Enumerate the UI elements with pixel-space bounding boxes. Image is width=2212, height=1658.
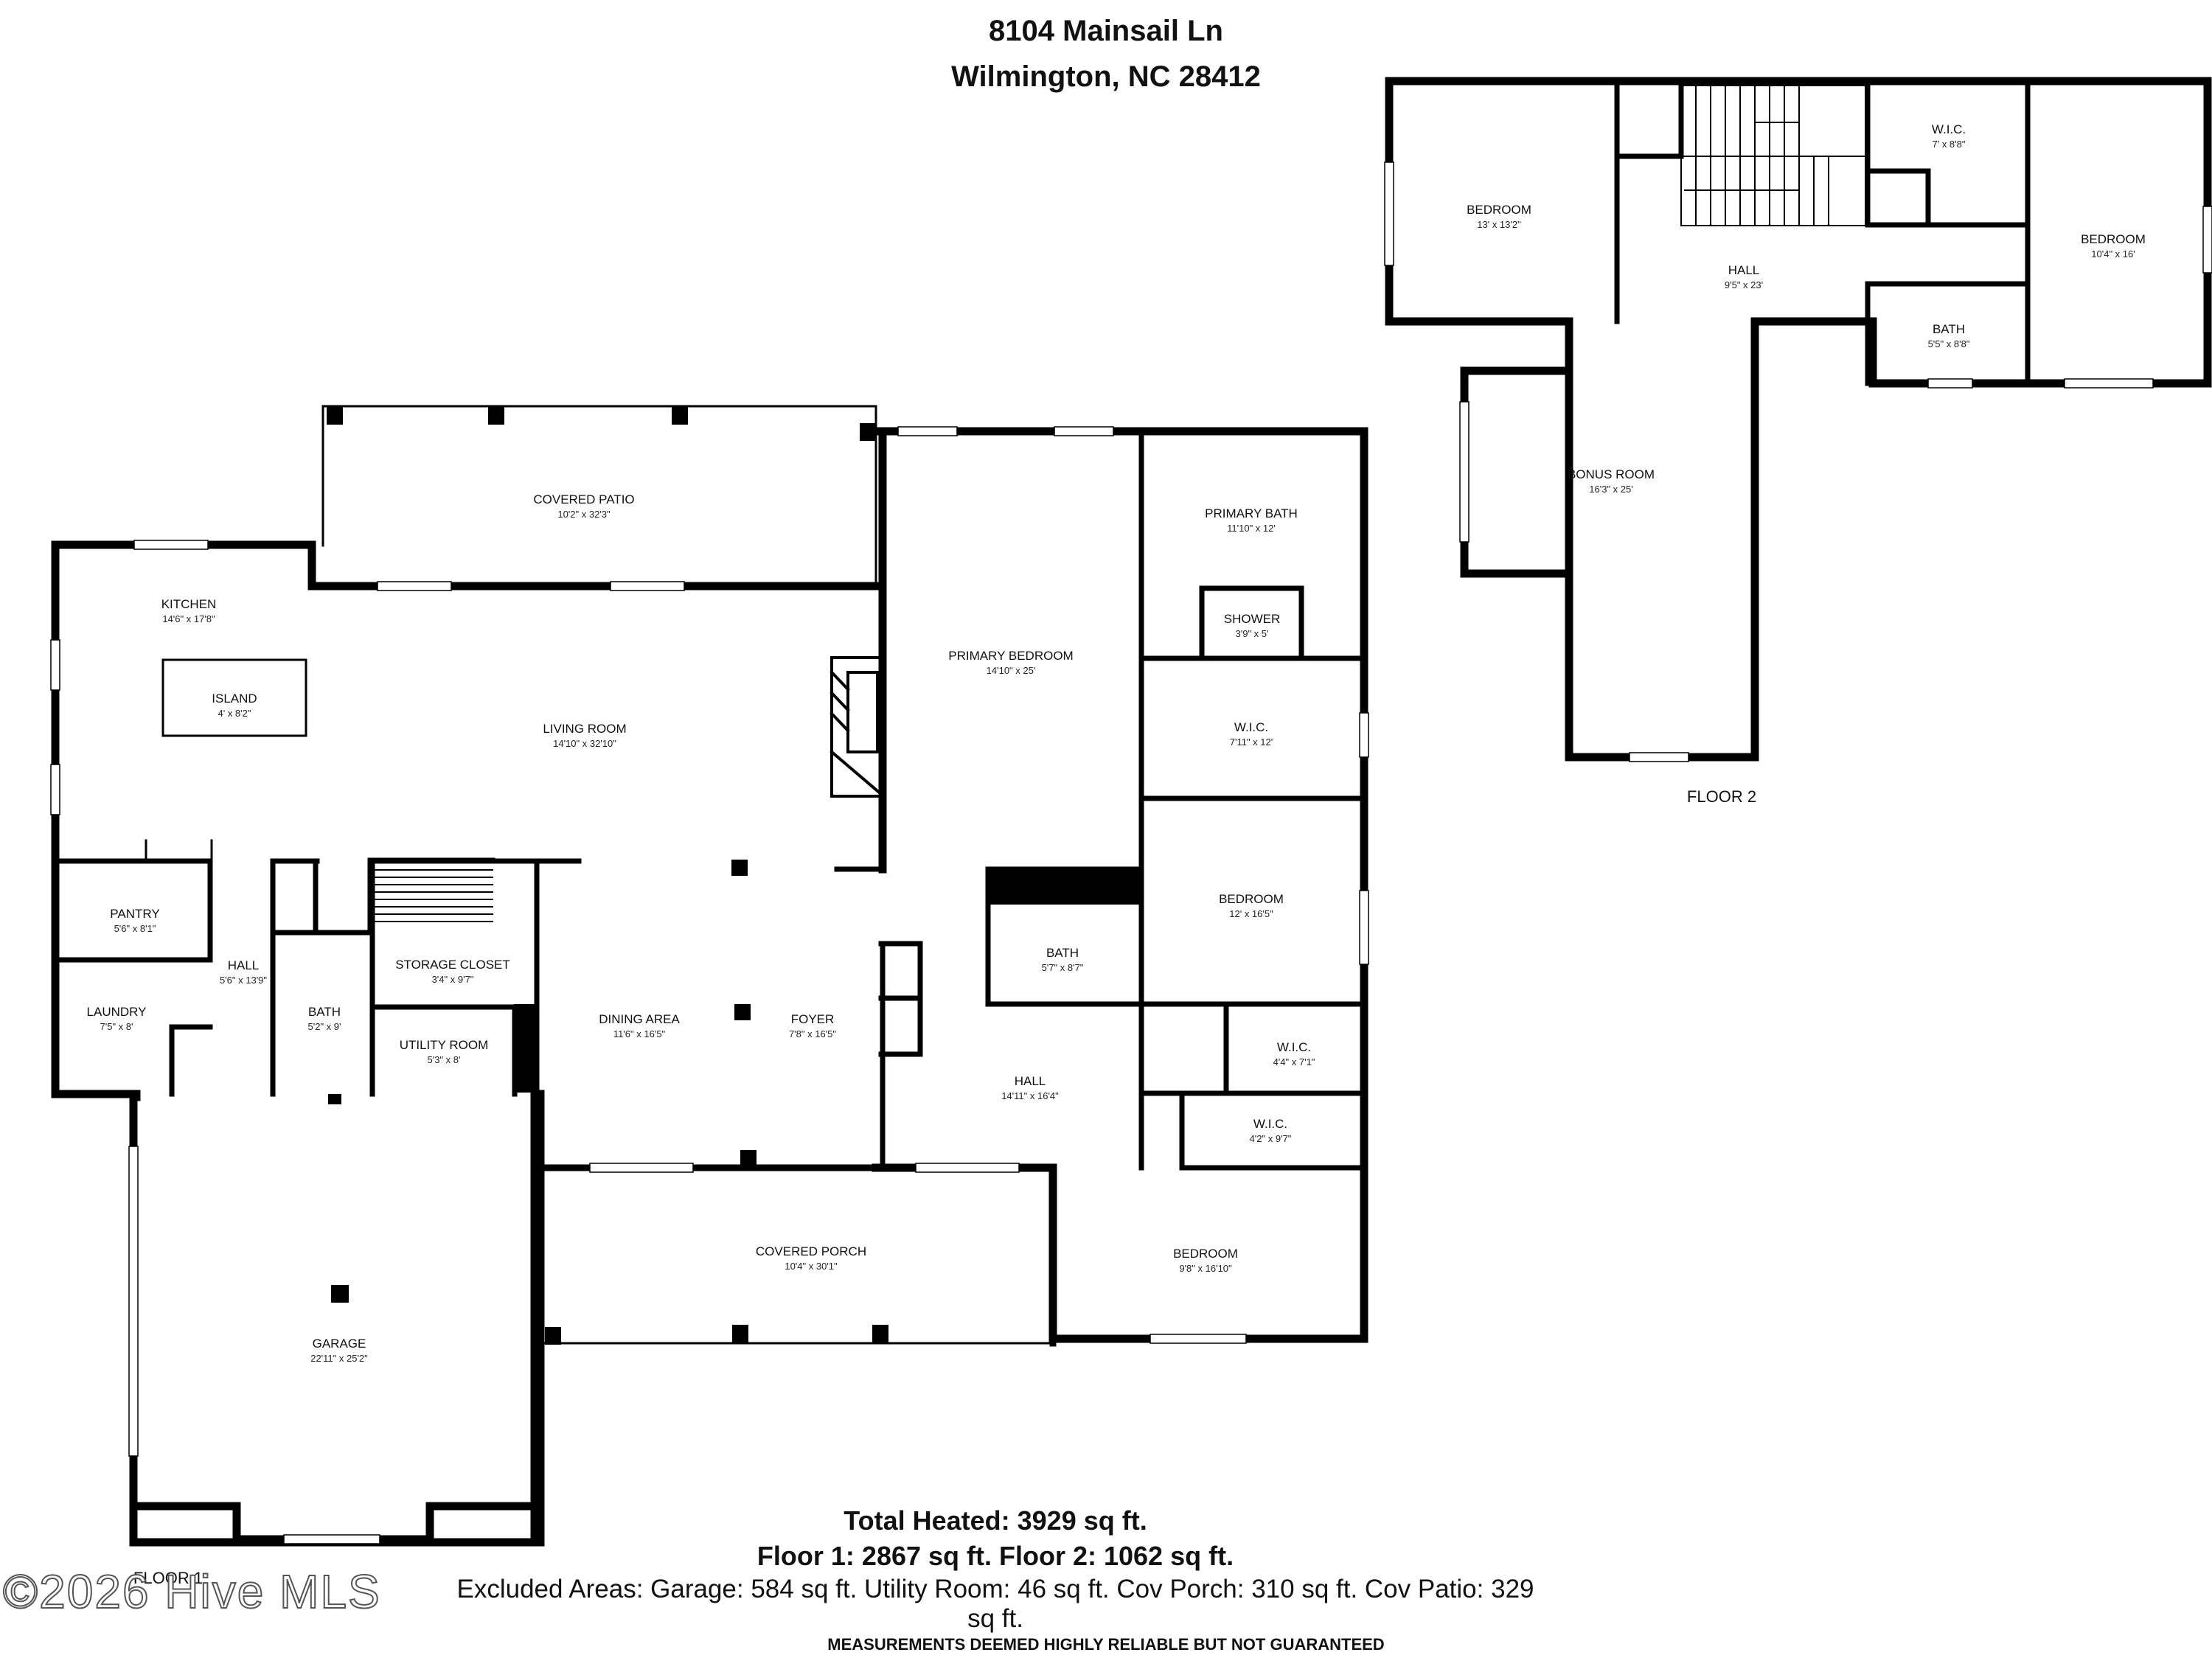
hall-main-dims: 14'11" x 16'4" [1001,1090,1059,1101]
bonus-room-name: BONUS ROOM [1568,467,1655,481]
floor-1-stairs [368,869,493,922]
bath-hall-name: BATH [1046,946,1079,960]
floor-1-thin-lines [145,658,495,934]
copyright-watermark: ©2026 Hive MLS [2,1564,381,1619]
bedroom-1-dims: 12' x 16'5" [1229,908,1273,919]
living-room-name: LIVING ROOM [543,722,626,736]
kitchen-name: KITCHEN [161,597,217,611]
covered-patio-dims: 10'2" x 32'3" [557,509,611,520]
measurement-disclaimer: MEASUREMENTS DEEMED HIGHLY RELIABLE BUT … [827,1635,1385,1654]
bath-west-name: BATH [308,1005,341,1019]
hall-west-name: HALL [228,958,260,972]
floor-breakdown: Floor 1: 2867 sq ft. Floor 2: 1062 sq ft… [757,1541,1234,1571]
fireplace [830,656,884,798]
wic-b2-name: W.I.C. [1253,1117,1287,1131]
f2-hall-dims: 9'5" x 23' [1725,279,1763,290]
f2-bedroom-e-dims: 10'4" x 16' [2091,248,2135,260]
floor-2-windows [1384,161,2212,762]
laundry-dims: 7'5" x 8' [100,1021,133,1032]
f2-hall-name: HALL [1728,263,1760,277]
hall-main-name: HALL [1015,1074,1046,1088]
f2-bedroom-w-name: BEDROOM [1467,203,1531,217]
f2-bedroom-e-name: BEDROOM [2081,232,2146,246]
wic-primary-dims: 7'11" x 12' [1230,736,1273,748]
floor-1-windows [50,426,1369,1544]
garage-dims: 22'11" x 25'2" [310,1353,368,1364]
foyer-name: FOYER [791,1012,835,1026]
dining-area-dims: 11'6" x 16'5" [613,1028,666,1039]
shower-dims: 3'9" x 5' [1236,628,1269,639]
island-name: ISLAND [212,692,257,706]
primary-bath-name: PRIMARY BATH [1205,506,1298,520]
storage-closet-dims: 3'4" x 9'7" [432,974,474,985]
utility-room-dims: 5'3" x 8' [428,1054,461,1065]
primary-bath-dims: 11'10" x 12' [1227,523,1276,534]
covered-porch-dims: 10'4" x 30'1" [785,1261,838,1272]
floor-1-interior-walls [52,428,1367,1171]
address-line-2: Wilmington, NC 28412 [951,60,1261,93]
excluded-areas: Excluded Areas: Garage: 584 sq ft. Utili… [456,1575,1534,1633]
floor-2-label: FLOOR 2 [1687,787,1756,806]
floor-1-columns [327,407,1141,1345]
address-line-1: 8104 Mainsail Ln [989,15,1223,47]
pantry-dims: 5'6" x 8'1" [114,923,156,934]
wic-b2-dims: 4'2" x 9'7" [1250,1133,1292,1144]
laundry-name: LAUNDRY [87,1005,147,1019]
floor-2-stairs [1680,85,1866,226]
living-room-dims: 14'10" x 32'10" [553,738,616,749]
floor-2-plan [1385,77,2212,762]
hall-west-dims: 5'6" x 13'9" [220,975,267,986]
primary-bedroom-dims: 14'10" x 25' [987,665,1036,676]
wic-primary-name: W.I.C. [1234,720,1268,734]
island-dims: 4' x 8'2" [218,708,251,719]
foyer-dims: 7'8" x 16'5" [789,1028,836,1039]
bedroom-1-name: BEDROOM [1219,892,1284,906]
pantry-name: PANTRY [110,907,159,921]
kitchen-dims: 14'6" x 17'8" [162,613,215,624]
bonus-room-dims: 16'3" x 25' [1589,484,1632,495]
f2-wic-dims: 7' x 8'8" [1933,139,1966,150]
total-heated: Total Heated: 3929 sq ft. [844,1505,1147,1536]
bath-hall-dims: 5'7" x 8'7" [1042,962,1084,973]
dining-area-name: DINING AREA [599,1012,680,1026]
floor-1-label: FLOOR 1 [133,1569,203,1587]
room-labels: COVERED PATIO 10'2" x 32'3" KITCHEN 14'6… [87,122,2146,1364]
floor-1-exterior-walls [51,427,1368,1547]
garage-walls [129,1093,541,1544]
garage-name: GARAGE [313,1337,366,1351]
f2-bedroom-w-dims: 13' x 13'2" [1477,219,1521,230]
primary-bedroom-name: PRIMARY BEDROOM [948,649,1073,663]
f2-bath-name: BATH [1933,322,1965,336]
bath-west-dims: 5'2" x 9' [308,1021,341,1032]
bedroom-front-name: BEDROOM [1173,1247,1238,1261]
f2-wic-name: W.I.C. [1932,122,1966,136]
utility-room-name: UTILITY ROOM [400,1038,489,1052]
covered-patio-name: COVERED PATIO [533,492,634,506]
wic-b1-dims: 4'4" x 7'1" [1273,1056,1315,1067]
shower-name: SHOWER [1224,612,1281,626]
wic-b1-name: W.I.C. [1277,1040,1311,1054]
f2-bath-dims: 5'5" x 8'8" [1928,338,1970,349]
covered-porch-name: COVERED PORCH [756,1244,866,1258]
bedroom-front-dims: 9'8" x 16'10" [1179,1263,1232,1274]
storage-closet-name: STORAGE CLOSET [395,958,510,972]
